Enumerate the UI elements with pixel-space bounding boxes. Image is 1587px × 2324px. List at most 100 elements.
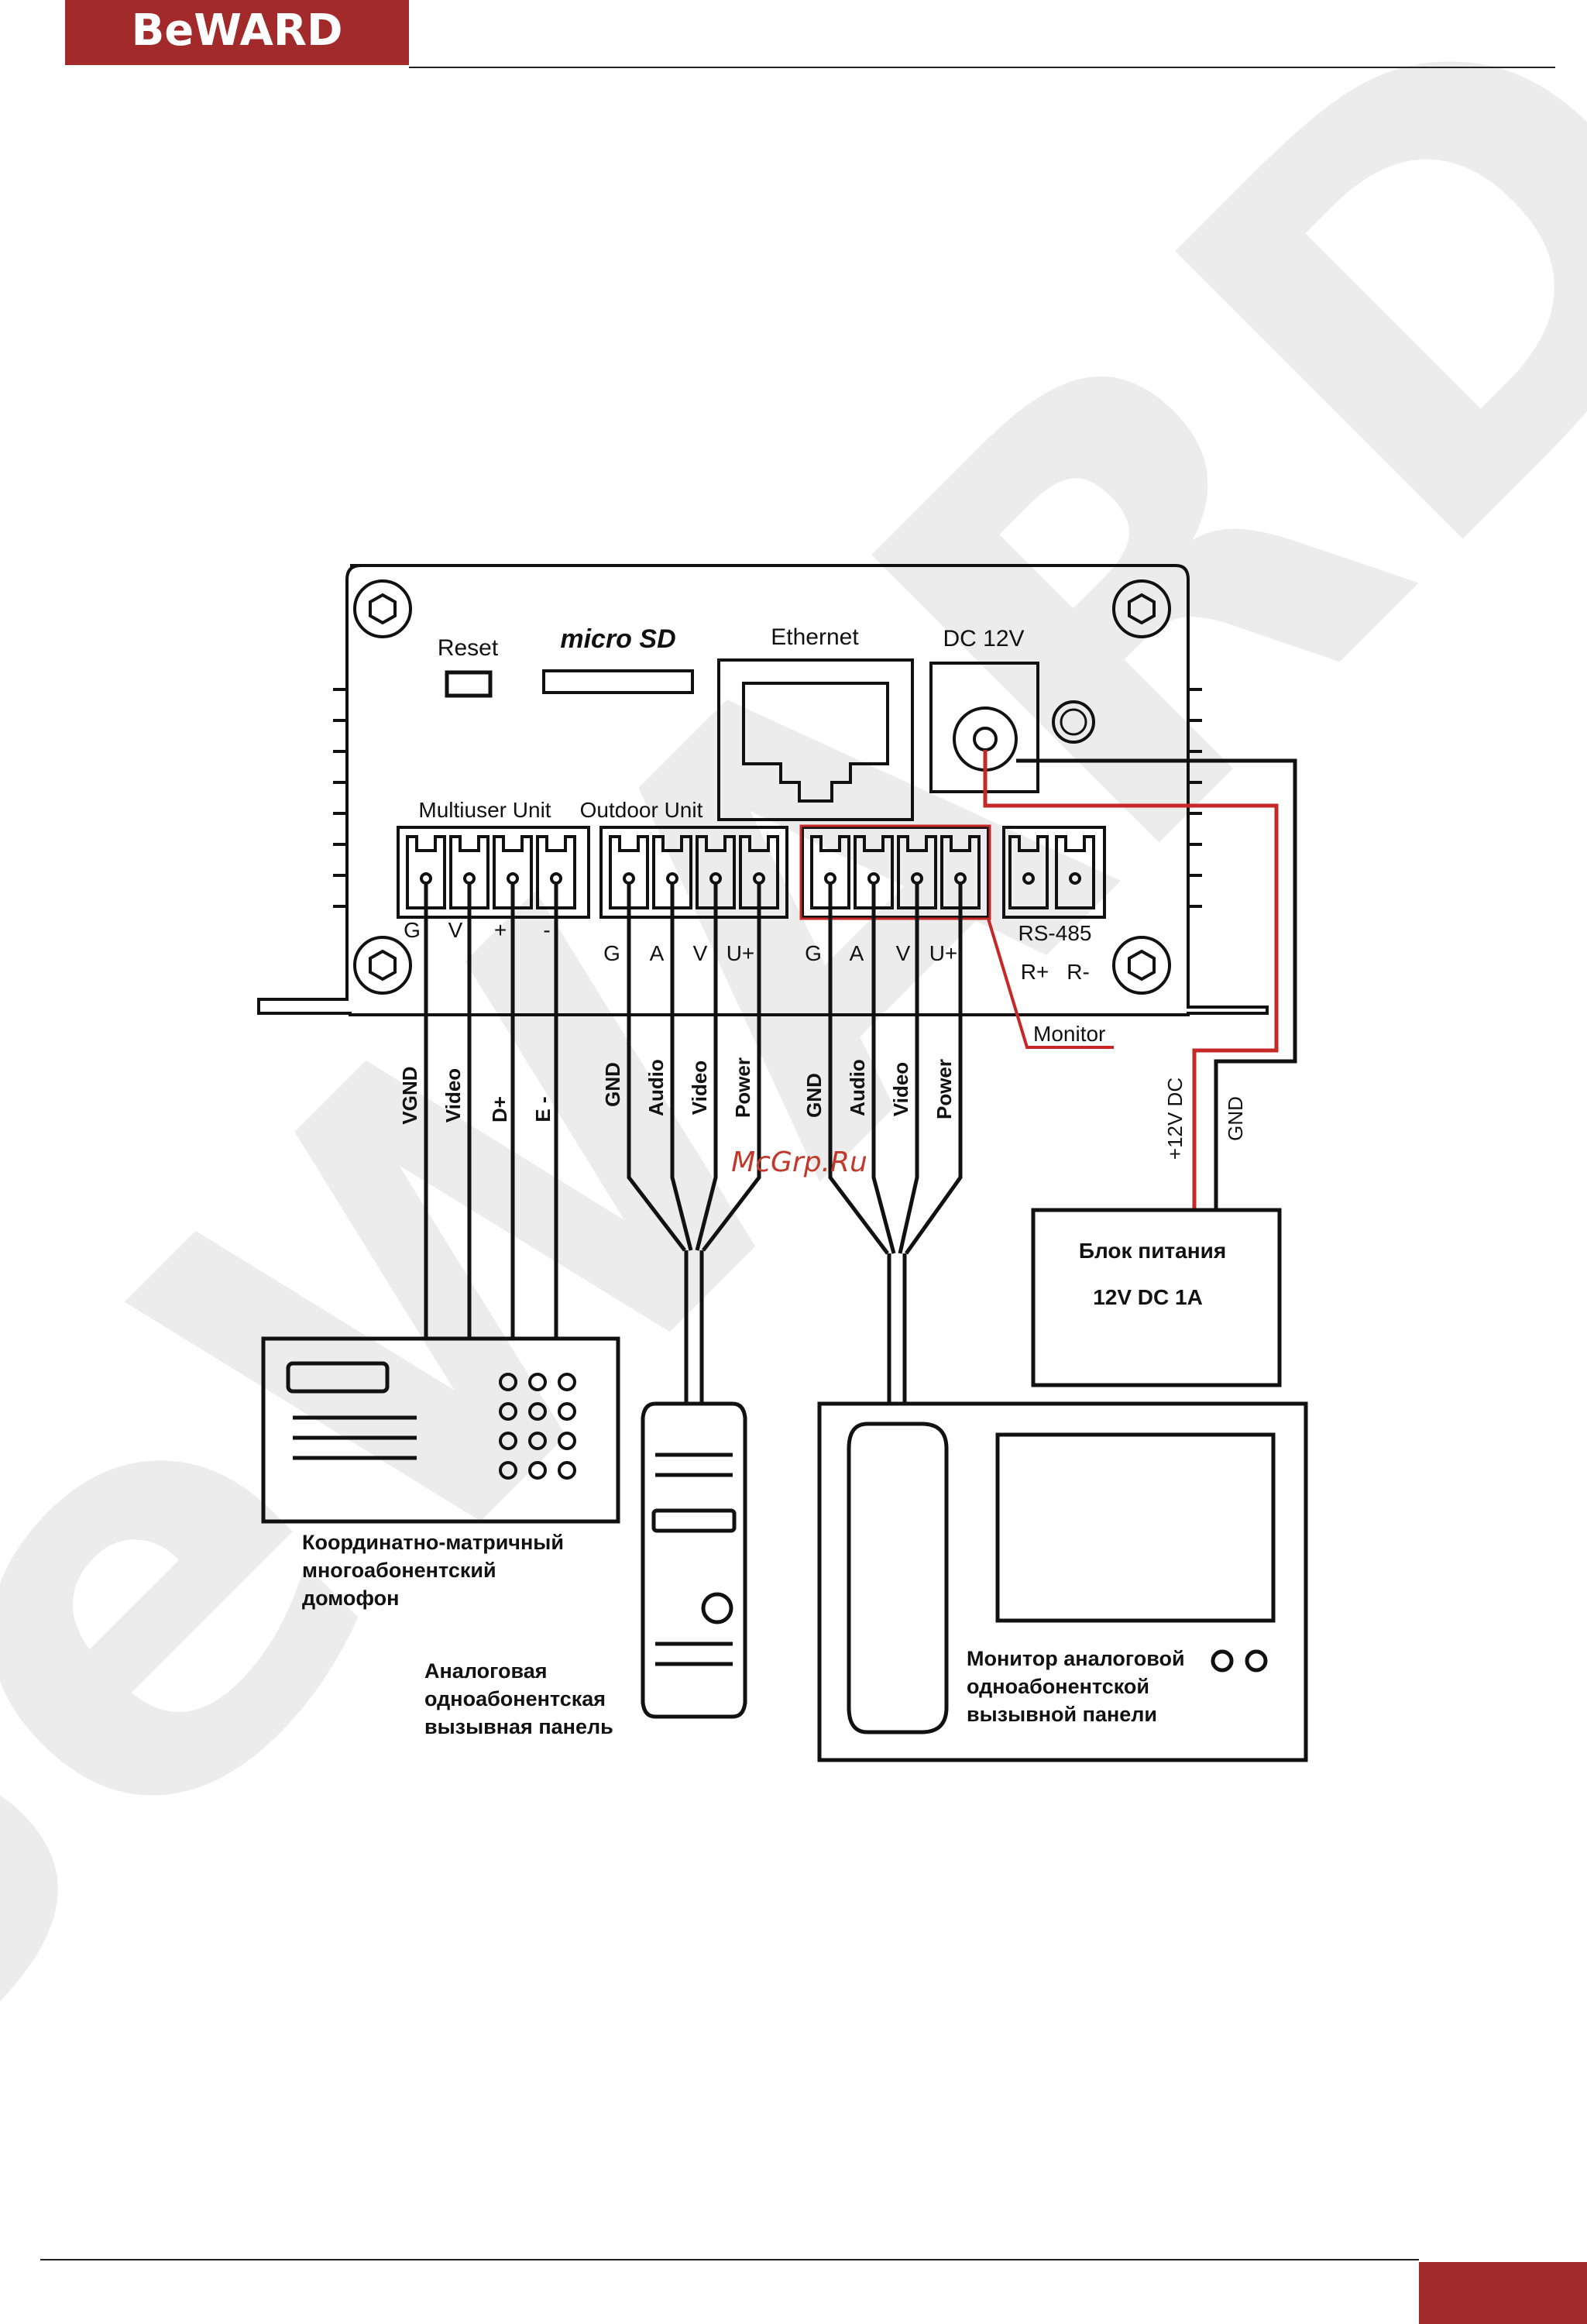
keypad-icon [499,1373,576,1480]
multiuser-wire-labels: VGND Video D+ E - [398,1066,555,1124]
power-supply-spec: 12V DC 1A [1093,1285,1203,1309]
monitor-wire-label: Audio [846,1059,869,1116]
page-header: BeWARD [65,0,1555,68]
page-footer [40,2259,1587,2324]
power-wires: +12V DC GND [983,750,1297,1208]
outdoor-pin-label: V [693,941,708,965]
outdoor-wire-label: GND [601,1062,624,1107]
monitor-pin-label: A [850,941,864,965]
outdoor-unit-label: Outdoor Unit [580,798,703,822]
monitor-button-icon [1245,1649,1268,1673]
screw-icon [1112,936,1171,995]
outdoor-pin-label: G [603,941,620,965]
power-supply-box [1031,1208,1282,1387]
monitor-callout: Monitor [987,918,1114,1049]
intercom-caption-line: Координатно-матричный [302,1531,564,1554]
multiuser-terminals [406,835,576,909]
call-panel-caption-line: вызывная панель [424,1715,613,1738]
logo-block [65,0,409,65]
monitor-wire-label: Video [889,1062,912,1116]
reset-button [445,670,493,698]
monitor-wire-label: Power [933,1059,956,1119]
monitor-terminal-block [801,826,990,919]
monitor-wire-label: GND [802,1073,826,1118]
outdoor-wire-label: Video [688,1061,711,1115]
brand-logo: BeWARD [132,5,343,56]
multiuser-unit-label: Multiuser Unit [418,798,551,822]
intercom-display [286,1361,390,1394]
monitor-wire-labels: GND Audio Video Power [802,1059,956,1119]
footer-block [1419,2262,1587,2324]
outdoor-terminal-block [599,826,788,919]
multiuser-wire-label: VGND [398,1066,421,1124]
dc-label: DC 12V [943,626,1024,651]
multiuser-terminal-block [397,826,590,919]
power-supply-title: Блок питания [1079,1239,1226,1263]
power-gnd-label: GND [1224,1096,1247,1141]
pin-labels: G V + - G A V U+ G A V U+ R+ R- [404,918,1090,984]
outdoor-wire-labels: GND Audio Video Power [601,1057,754,1118]
watermark-text: BeWARD [0,0,1587,2263]
monitor-unit-caption-line: одноабонентской [967,1675,1149,1698]
analog-monitor-unit [817,1401,1308,1762]
monitor-unit-caption-line: вызывной панели [967,1703,1157,1726]
multiuser-wires [424,883,558,1339]
call-panel-caption-line: одноабонентская [424,1687,606,1710]
outdoor-pin-label: U+ [727,941,755,965]
multi-subscriber-intercom [261,1336,620,1524]
monitor-highlight-box [799,824,991,920]
rs485-label: RS-485 [1018,921,1092,945]
call-button-icon [701,1592,733,1624]
monitor-unit-caption: Монитор аналоговой одноабонентской вызыв… [967,1647,1185,1726]
multiuser-pin-label: - [543,918,550,942]
watermark: BeWARD [0,0,1587,2263]
monitor-pin-label: U+ [929,941,958,965]
screw-icon [353,936,412,995]
outdoor-pin-label: A [650,941,665,965]
device-top-components: Reset micro SD Ethernet DC 12V [438,624,1095,821]
intercom-caption: Координатно-матричный многоабонентский д… [302,1531,564,1610]
microsd-slot [542,669,694,694]
ethernet-label: Ethernet [771,624,859,650]
screw-icon [353,579,412,638]
multiuser-pin-label: G [404,918,421,942]
outdoor-wire-label: Power [731,1057,754,1118]
power-plus-label: +12V DC [1163,1078,1187,1160]
multiuser-wire-label: Video [441,1068,465,1122]
intercom-box [261,1336,620,1524]
left-fins [333,688,347,908]
mounting-screws [353,579,1171,995]
right-fins [1188,688,1202,908]
analog-call-panel [641,1401,747,1719]
outdoor-wires [627,883,761,1404]
multiuser-pin-label: + [494,918,507,942]
multiuser-wire-label: D+ [488,1096,511,1122]
outdoor-wire-label: Audio [644,1059,668,1116]
led-indicator-inner [1060,708,1087,736]
monitor-unit-box [817,1401,1308,1762]
multiuser-pin-label: V [448,918,463,942]
handset-icon [847,1422,949,1734]
rs485-terminal-block [1002,826,1106,919]
call-panel-caption-line: Аналоговая [424,1659,548,1683]
red-wire [983,750,1279,1208]
microsd-label: micro SD [560,624,675,654]
monitor-wires [828,883,963,1404]
call-panel-caption: Аналоговая одноабонентская вызывная пане… [424,1659,613,1738]
monitor-pin-label: G [805,941,822,965]
rs485-terminals [1008,835,1095,909]
led-indicator-icon [1052,700,1095,744]
ethernet-port-housing [717,658,914,821]
monitor-callout-line [987,918,1114,1049]
rs485-pin-label: R- [1067,960,1090,984]
monitor-button-icon [1211,1649,1234,1673]
reset-label: Reset [438,635,499,661]
power-supply-unit: Блок питания 12V DC 1A [1031,1208,1282,1387]
intercom-caption-line: многоабонентский [302,1559,496,1582]
intercom-caption-line: домофон [302,1587,399,1610]
ip-module-device [257,564,1269,1016]
device-body [257,564,1269,1016]
rs485-pin-label: R+ [1021,960,1049,984]
monitor-screen [995,1432,1276,1623]
